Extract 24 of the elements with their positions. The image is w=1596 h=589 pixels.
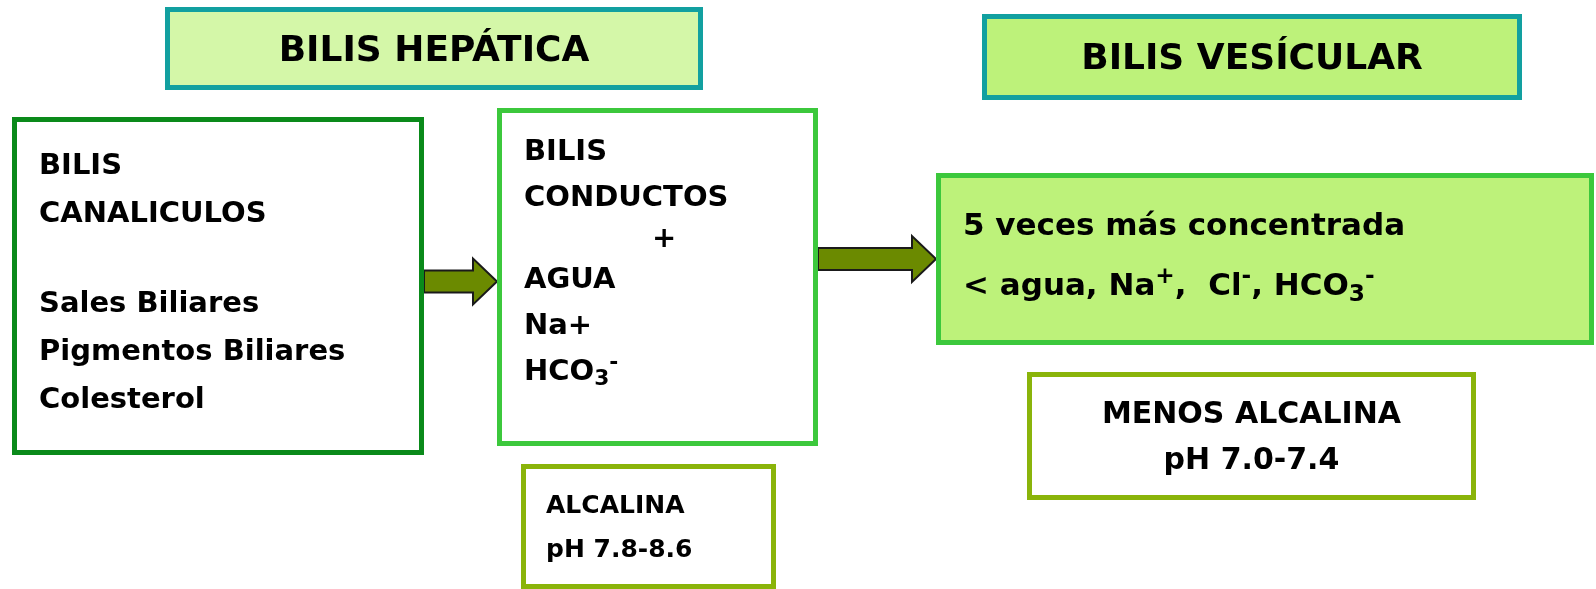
box-text: AGUA: [524, 260, 617, 297]
box-text: +: [651, 219, 678, 255]
box-text: Colesterol: [39, 380, 206, 417]
box-text: Pigmentos Biliares: [39, 332, 347, 369]
block-arrow: [817, 233, 938, 285]
box-text: pH 7.8-8.6: [546, 533, 694, 565]
box-text: BILIS CANALICULOS: [39, 146, 268, 231]
result-box: [936, 173, 1594, 345]
box-text: pH 7.0-7.4: [1163, 440, 1340, 478]
block-arrow: [423, 256, 499, 307]
box-text: BILIS VESÍCULAR: [1081, 35, 1423, 79]
box-text: ALCALINA: [546, 489, 686, 521]
box-text: Sales Biliares: [39, 284, 261, 321]
title-box: [165, 7, 703, 90]
note-box: [1027, 372, 1476, 500]
process-box: [497, 108, 818, 446]
box-text: MENOS ALCALINA: [1101, 394, 1402, 432]
title-box: [982, 14, 1522, 100]
box-text: 5 veces más concentrada: [963, 205, 1407, 244]
note-box: [521, 464, 776, 589]
box-text: Na+: [524, 306, 594, 343]
process-box: [12, 117, 424, 455]
box-text: BILIS CONDUCTOS: [524, 132, 730, 215]
box-text: BILIS HEPÁTICA: [278, 26, 590, 71]
